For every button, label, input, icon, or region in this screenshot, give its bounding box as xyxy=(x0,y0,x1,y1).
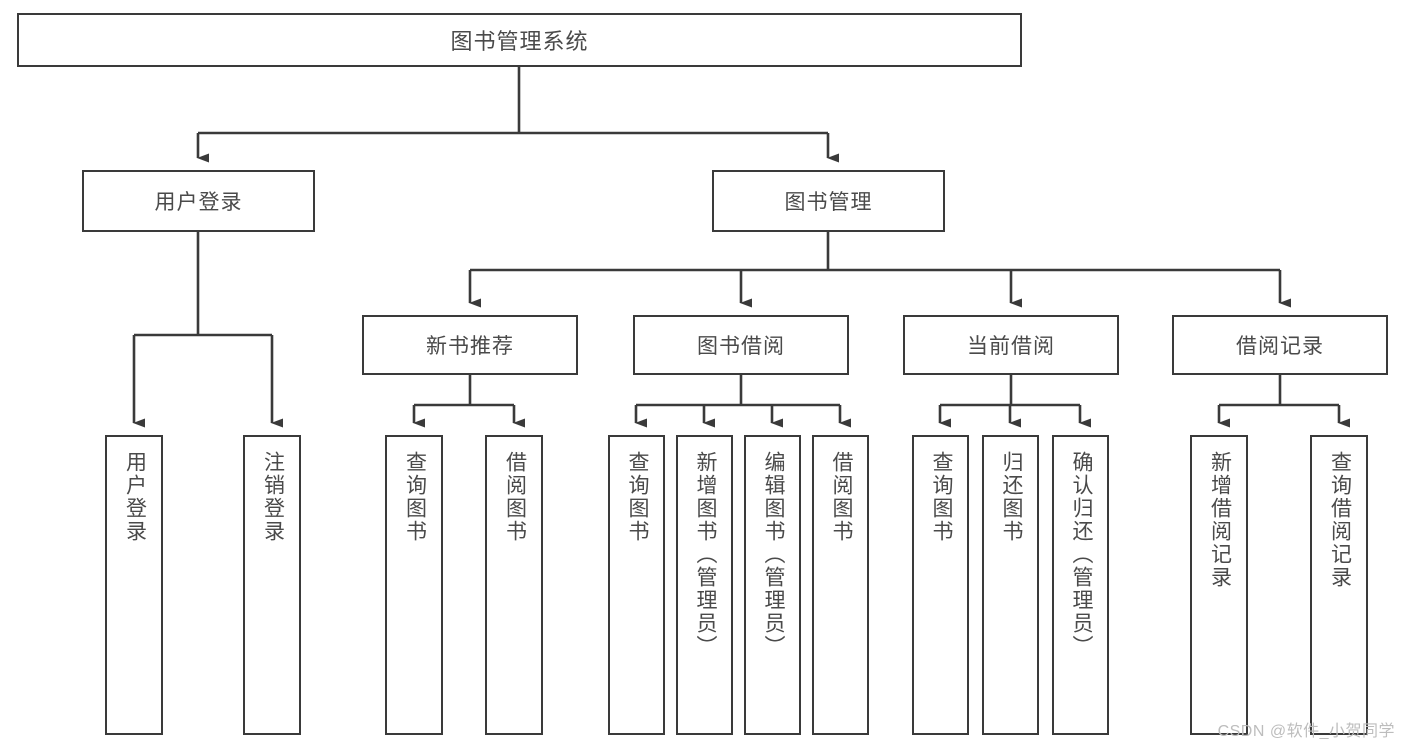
leaf-node-查询图书[interactable]: 查询图书 xyxy=(912,435,969,735)
node-root[interactable]: 图书管理系统 xyxy=(17,13,1022,67)
node-l2-图书借阅[interactable]: 图书借阅 xyxy=(633,315,849,375)
leaf-node-借阅图书[interactable]: 借阅图书 xyxy=(812,435,869,735)
node-label: 图书借阅 xyxy=(697,335,785,358)
leaf-node-label: 确认归还（管理员） xyxy=(1069,451,1093,658)
leaf-node-确认归还管理员[interactable]: 确认归还（管理员） xyxy=(1052,435,1109,735)
leaf-node-编辑图书管理员[interactable]: 编辑图书（管理员） xyxy=(744,435,801,735)
leaf-node-label: 新增图书（管理员） xyxy=(693,451,717,658)
leaf-node-label: 归还图书 xyxy=(999,451,1023,543)
leaf-node-label: 注销登录 xyxy=(261,451,285,543)
node-l1-图书管理[interactable]: 图书管理 xyxy=(712,170,945,232)
node-l2-新书推荐[interactable]: 新书推荐 xyxy=(362,315,578,375)
node-label: 借阅记录 xyxy=(1236,335,1324,358)
node-label: 当前借阅 xyxy=(967,335,1055,358)
leaf-node-注销登录[interactable]: 注销登录 xyxy=(243,435,301,735)
watermark: CSDN @软件_小贺同学 xyxy=(1217,723,1395,740)
leaf-node-查询图书[interactable]: 查询图书 xyxy=(608,435,665,735)
node-l1-用户登录[interactable]: 用户登录 xyxy=(82,170,315,232)
leaf-node-借阅图书[interactable]: 借阅图书 xyxy=(485,435,543,735)
leaf-node-新增借阅记录[interactable]: 新增借阅记录 xyxy=(1190,435,1248,735)
node-label: 图书管理 xyxy=(784,191,873,214)
leaf-node-label: 编辑图书（管理员） xyxy=(761,451,785,658)
node-label: 新书推荐 xyxy=(426,335,514,358)
leaf-node-label: 借阅图书 xyxy=(829,451,853,543)
node-root-label: 图书管理系统 xyxy=(450,29,589,54)
leaf-node-label: 借阅图书 xyxy=(503,451,527,543)
leaf-node-查询图书[interactable]: 查询图书 xyxy=(385,435,443,735)
leaf-node-label: 用户登录 xyxy=(123,451,147,543)
leaf-node-label: 查询图书 xyxy=(403,451,427,543)
leaf-node-用户登录[interactable]: 用户登录 xyxy=(105,435,163,735)
leaf-node-label: 查询借阅记录 xyxy=(1328,451,1352,589)
node-label: 用户登录 xyxy=(154,191,243,214)
leaf-node-label: 新增借阅记录 xyxy=(1208,451,1232,589)
node-l2-借阅记录[interactable]: 借阅记录 xyxy=(1172,315,1388,375)
leaf-node-归还图书[interactable]: 归还图书 xyxy=(982,435,1039,735)
leaf-node-label: 查询图书 xyxy=(929,451,953,543)
leaf-node-新增图书管理员[interactable]: 新增图书（管理员） xyxy=(676,435,733,735)
leaf-node-label: 查询图书 xyxy=(625,451,649,543)
leaf-node-查询借阅记录[interactable]: 查询借阅记录 xyxy=(1310,435,1368,735)
node-l2-当前借阅[interactable]: 当前借阅 xyxy=(903,315,1119,375)
